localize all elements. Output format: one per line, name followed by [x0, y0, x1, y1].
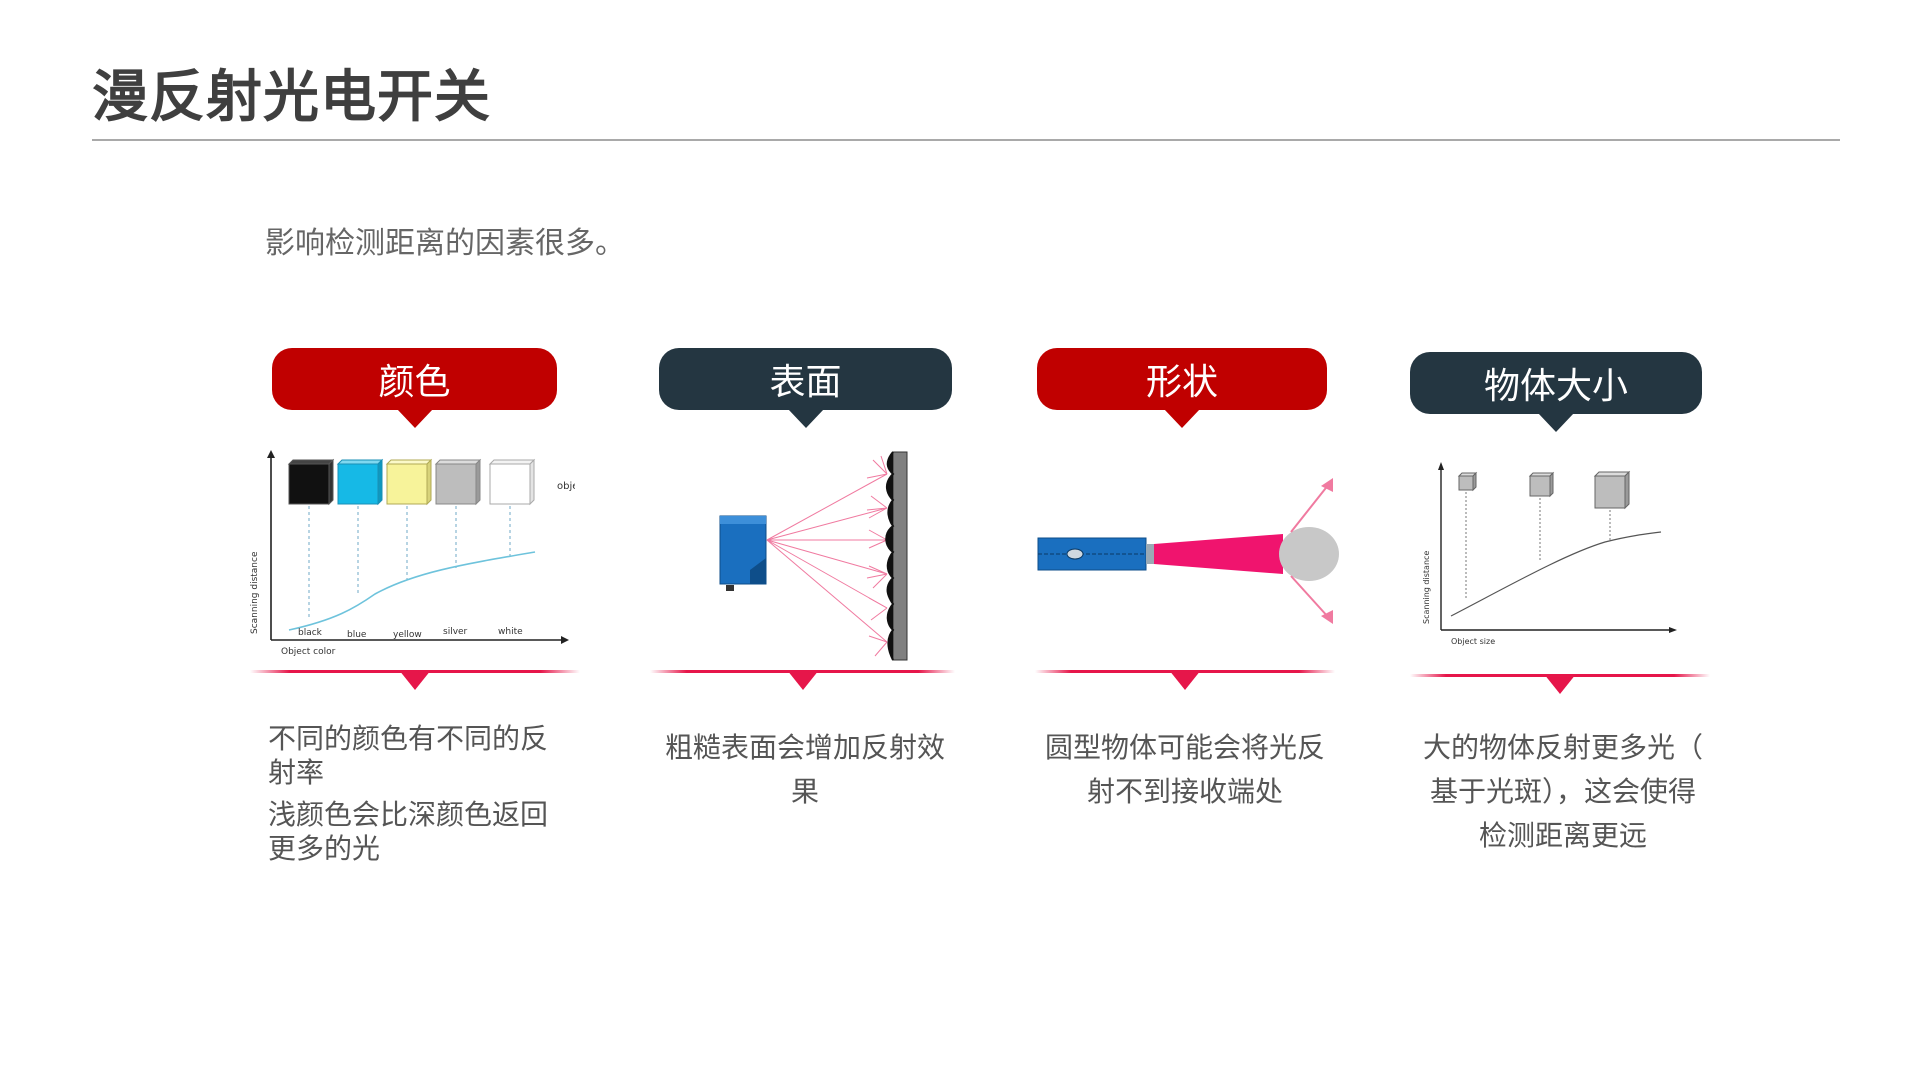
object-label: object — [557, 481, 575, 492]
factor-description-shape: 圆型物体可能会将光反射不到接收端处 — [1035, 726, 1335, 814]
cube-small — [1457, 471, 1478, 492]
factor-label-text: 表面 — [769, 362, 842, 403]
round-object — [1279, 527, 1339, 581]
cube-large — [1593, 470, 1631, 510]
divider-arrow — [1544, 674, 1576, 694]
object-size-chart: Object size Scanning distance — [1422, 462, 1677, 646]
ray-arrow-up — [1321, 478, 1333, 492]
color-cubes — [287, 458, 536, 506]
x-axis-label: Object color — [281, 647, 336, 657]
factor-label-color: 颜色 — [272, 348, 557, 428]
callout-pointer — [396, 409, 433, 428]
cube-blue — [336, 458, 384, 506]
y-axis-label: Scanning distance — [1422, 551, 1431, 624]
cube-medium — [1528, 471, 1555, 498]
section-divider — [650, 670, 955, 690]
factor-label-size: 物体大小 — [1410, 352, 1702, 432]
color-distance-chart: object black blue yellow silver white Ob… — [250, 450, 575, 657]
factor-label-text: 形状 — [1145, 362, 1218, 403]
factor-label-text: 颜色 — [378, 362, 451, 403]
category-white: white — [498, 627, 523, 637]
y-axis-arrow — [267, 450, 275, 458]
divider-arrow — [786, 670, 819, 690]
rough-surface-illustration — [719, 451, 908, 661]
divider-arrow — [1169, 670, 1201, 690]
description-line: 大的物体反射更多光（ 基于光斑），这会使得检测距离更远 — [1422, 731, 1703, 852]
y-axis-arrow — [1438, 462, 1444, 470]
ray-arrow-down — [1321, 610, 1333, 624]
drop-lines — [308, 506, 511, 620]
factor-description-color: 不同的颜色有不同的反射率 浅颜色会比深颜色返回更多的光 — [268, 722, 568, 866]
description-line: 不同的颜色有不同的反射率 — [268, 722, 549, 789]
cube-yellow — [385, 458, 433, 506]
x-axis-label: Object size — [1451, 637, 1495, 646]
size-cubes — [1457, 470, 1631, 510]
round-object-illustration — [1037, 478, 1339, 624]
reflection-rays — [766, 455, 888, 657]
factor-label-shape: 形状 — [1037, 348, 1327, 428]
cube-silver — [434, 458, 482, 506]
section-divider — [1035, 670, 1335, 690]
title-divider — [92, 139, 1840, 141]
factor-label-surface: 表面 — [659, 348, 952, 428]
callout-pointer — [1164, 409, 1200, 428]
section-divider — [250, 670, 580, 690]
category-silver: silver — [443, 627, 468, 637]
distance-curve — [288, 551, 536, 631]
category-blue: blue — [347, 630, 367, 640]
deflected-rays — [1290, 483, 1330, 619]
factor-label-text: 物体大小 — [1483, 366, 1628, 407]
section-divider — [1410, 674, 1710, 694]
drop-lines — [1465, 492, 1611, 598]
light-beam — [1154, 534, 1283, 574]
cube-white — [488, 458, 536, 506]
description-line: 圆型物体可能会将光反射不到接收端处 — [1044, 731, 1325, 808]
category-yellow: yellow — [393, 630, 422, 640]
cube-black — [287, 458, 335, 506]
sensor-icon — [1037, 537, 1154, 571]
sensor-icon — [719, 515, 767, 591]
page-subtitle: 影响检测距离的因素很多。 — [265, 226, 625, 261]
description-line: 浅颜色会比深颜色返回更多的光 — [268, 798, 549, 865]
y-axis-label: Scanning distance — [250, 551, 260, 634]
factor-description-size: 大的物体反射更多光（ 基于光斑），这会使得检测距离更远 — [1418, 726, 1708, 858]
factor-description-surface: 粗糙表面会增加反射效果 — [660, 726, 950, 814]
x-axis-arrow — [561, 636, 569, 644]
divider-arrow — [399, 670, 431, 690]
rough-surface — [885, 451, 908, 661]
callout-pointer — [787, 409, 824, 428]
page-title: 漫反射光电开关 — [92, 65, 491, 130]
category-black: black — [298, 628, 323, 638]
callout-pointer — [1538, 413, 1574, 432]
distance-curve — [1450, 531, 1662, 617]
description-line: 粗糙表面会增加反射效果 — [664, 731, 945, 808]
x-axis-arrow — [1669, 627, 1677, 633]
